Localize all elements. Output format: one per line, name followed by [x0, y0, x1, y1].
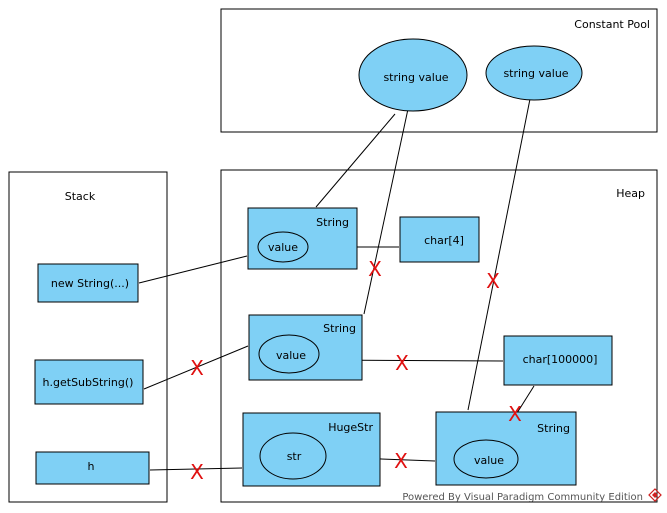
stack-h: [35, 451, 150, 485]
connector-pool2-string3: [467, 98, 531, 411]
heap-string-2-title: String: [323, 322, 356, 335]
heap-string-2-value-label: value: [276, 349, 306, 362]
cross-mark: X: [394, 449, 408, 473]
pool-string-value-1-label: string value: [383, 71, 448, 84]
pool-string-value-1: [358, 38, 468, 112]
pool-string-value-2: [485, 45, 583, 101]
connector-pool1-string2: [363, 108, 409, 315]
heap-char100000-label: char[100000]: [523, 353, 598, 366]
stack-label: Stack: [65, 190, 96, 203]
heap-char100000: [503, 335, 613, 386]
stack-substring-label: h.getSubString(): [43, 376, 134, 389]
stack-new-string: [37, 263, 139, 303]
cross-mark: X: [508, 402, 522, 426]
cross-mark: X: [486, 269, 500, 293]
heap-string-3-value-label: value: [474, 454, 504, 467]
heap-hugestr-str-field: [259, 432, 327, 480]
constant-pool-label: Constant Pool: [574, 18, 650, 31]
cross-mark: X: [395, 351, 409, 375]
pool-string-value-2-label: string value: [503, 67, 568, 80]
heap-char4: [399, 216, 480, 263]
heap-string-1-value-label: value: [268, 241, 298, 254]
stack-substring: [34, 359, 144, 405]
cross-mark: X: [190, 356, 204, 380]
cross-mark: X: [368, 257, 382, 281]
stack-h-label: h: [88, 460, 95, 473]
heap-hugestr-str-label: str: [287, 450, 302, 463]
footer-watermark: Powered By Visual Paradigm Community Edi…: [402, 492, 643, 503]
connector-newstring-string1: [138, 255, 248, 284]
heap-string-1-title: String: [316, 216, 349, 229]
connector-substring-string2: [143, 345, 249, 390]
visual-paradigm-logo-icon: [648, 488, 662, 502]
heap-char4-label: char[4]: [424, 234, 464, 247]
heap-label: Heap: [616, 187, 645, 200]
heap-string-3-value-field: [453, 439, 519, 479]
stack-new-string-label: new String(...): [51, 277, 129, 290]
heap-string-2-value-field: [258, 334, 320, 374]
heap-string-1-value-field: [257, 231, 309, 263]
stack-frame: [8, 171, 168, 503]
cross-mark: X: [190, 460, 204, 484]
heap-string-3-title: String: [537, 422, 570, 435]
heap-hugestr-title: HugeStr: [328, 421, 373, 434]
connector-pool1-string1: [315, 113, 396, 208]
connector-h-hugestr: [149, 467, 243, 471]
